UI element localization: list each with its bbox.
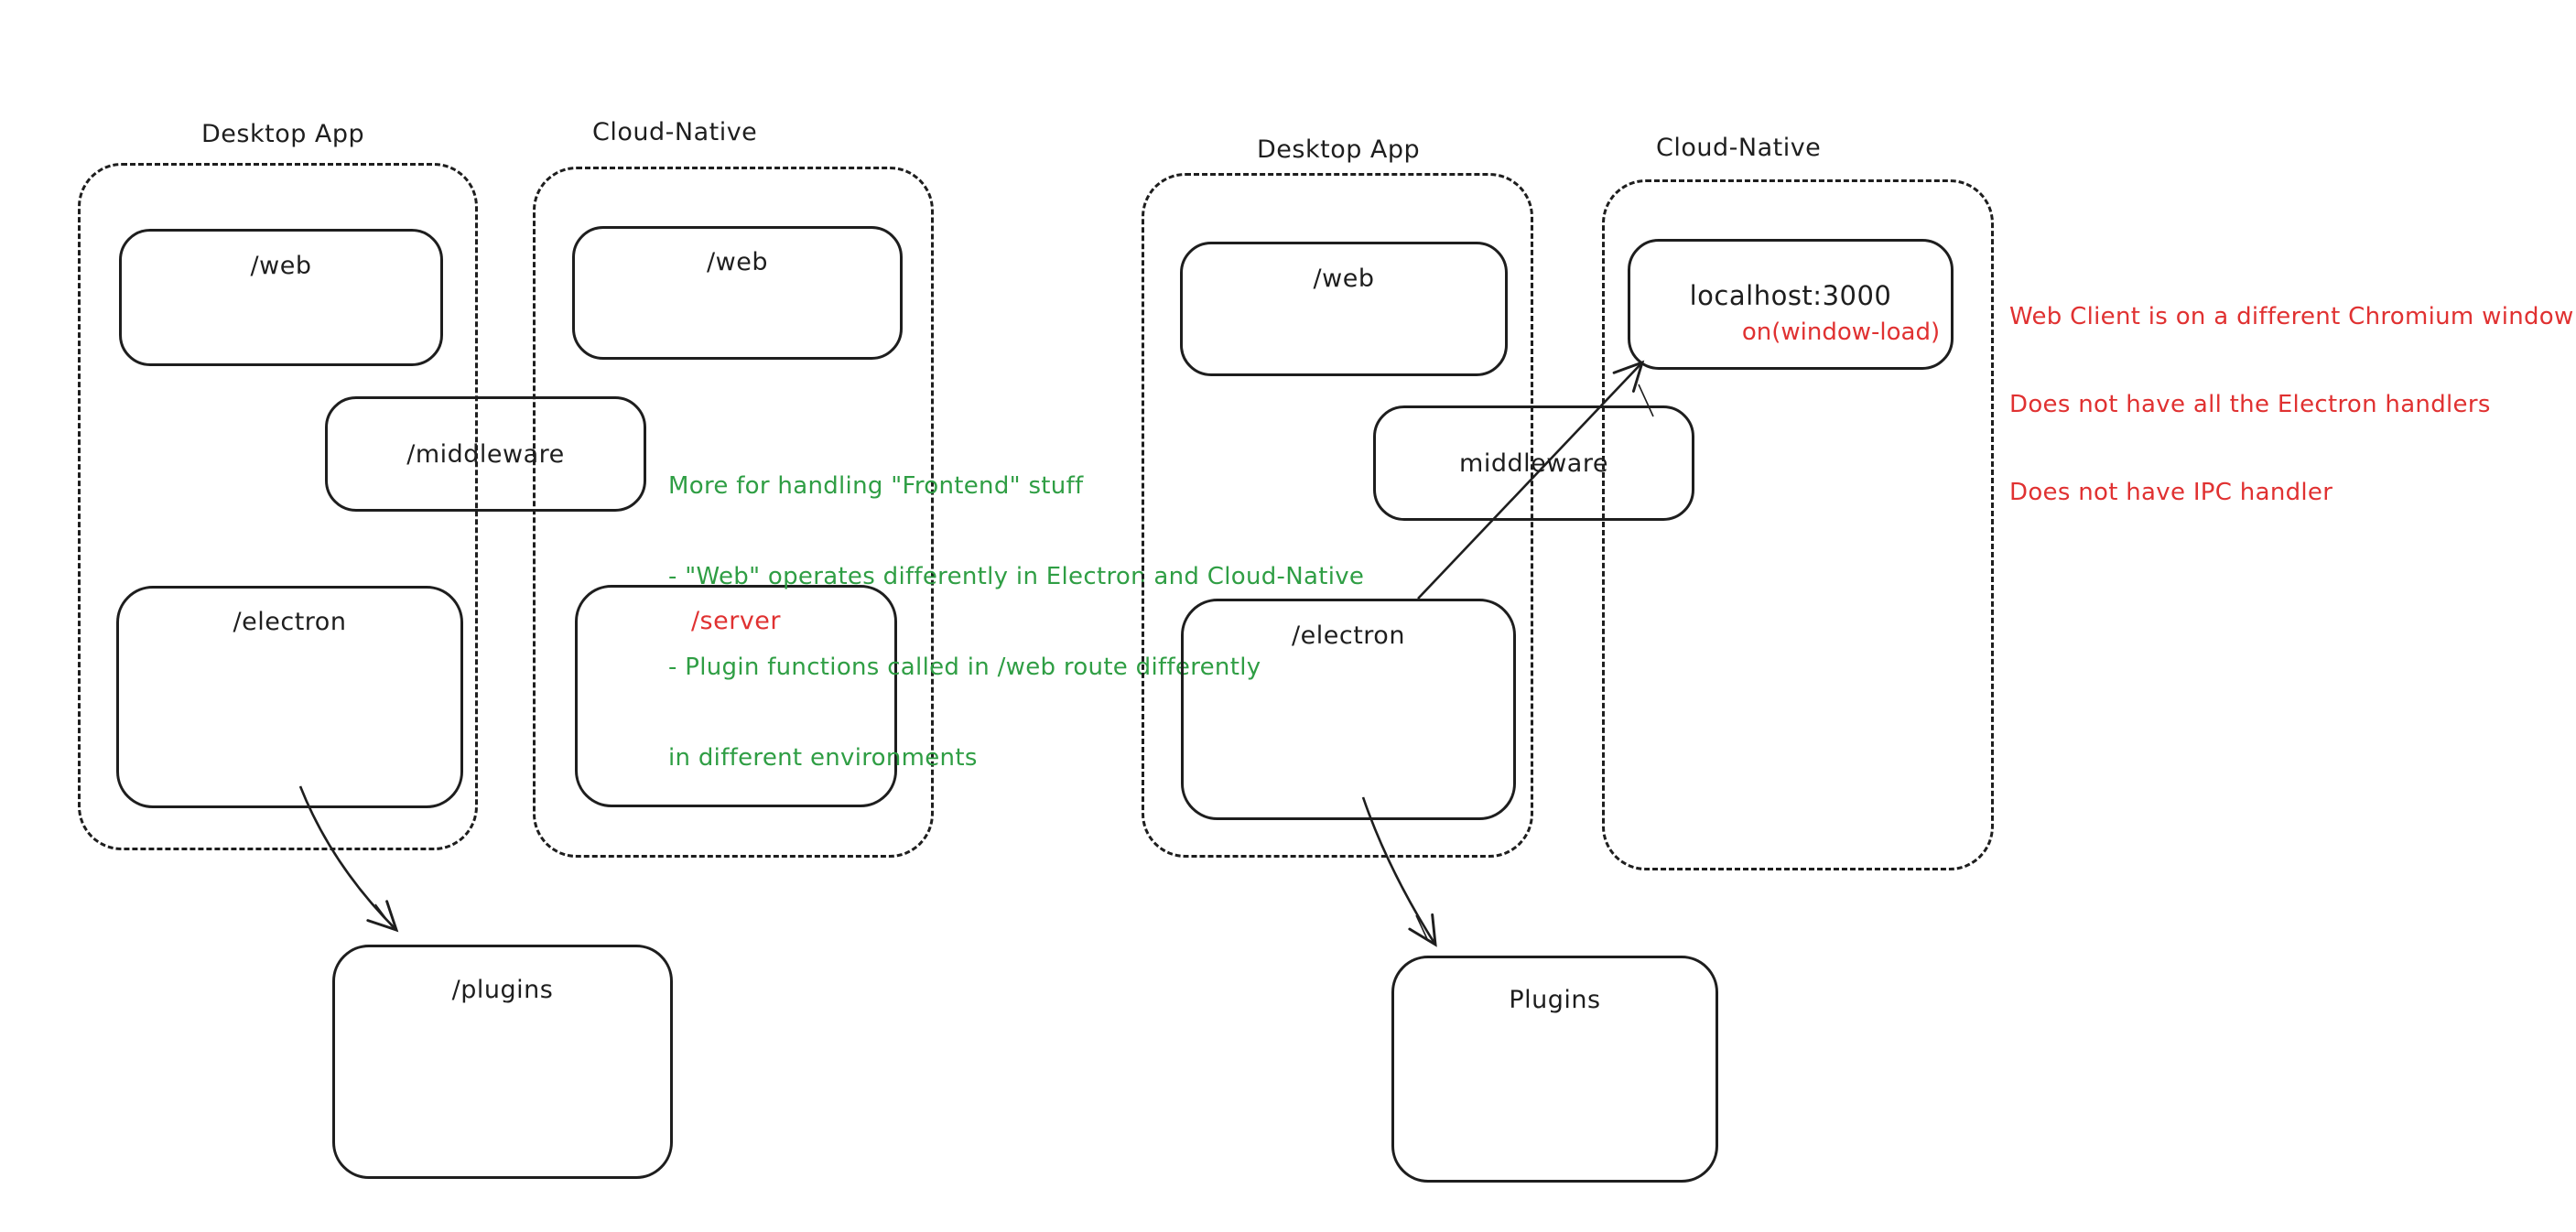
right-middleware-box: middleware [1373, 405, 1694, 521]
red-annotation-note: Web Client is on a different Chromium wi… [2009, 243, 2574, 566]
left-web-box-cloud: /web [572, 226, 903, 360]
red-note-line-1: Web Client is on a different Chromium wi… [2009, 303, 2574, 330]
left-server-box-label: /server [690, 607, 782, 635]
right-localhost-box: localhost:3000 on(window-load) [1628, 239, 1954, 370]
green-note-line-1: More for handling "Frontend" stuff [668, 472, 1084, 500]
left-cloud-native-title: Cloud-Native [592, 118, 758, 146]
left-plugins-box: /plugins [332, 945, 673, 1179]
left-web-box-cloud-label: /web [707, 248, 768, 276]
right-plugins-box: Plugins [1391, 956, 1718, 1183]
red-note-line-2: Does not have all the Electron handlers [2009, 391, 2491, 418]
left-middleware-box: /middleware [325, 396, 646, 512]
left-plugins-box-label: /plugins [451, 976, 554, 1004]
left-web-box-desktop: /web [119, 229, 443, 366]
left-desktop-app-title: Desktop App [201, 120, 365, 148]
right-middleware-box-label: middleware [1459, 448, 1608, 478]
green-note-line-3: - Plugin functions called in /web route … [668, 654, 1261, 681]
left-server-box: /server [575, 585, 897, 807]
right-web-box: /web [1180, 242, 1508, 376]
right-localhost-box-label: localhost:3000 [1689, 279, 1892, 311]
left-web-box-desktop-label: /web [250, 252, 312, 280]
green-annotation-note: More for handling "Frontend" stuff - "We… [668, 411, 1364, 834]
right-plugins-box-label: Plugins [1509, 986, 1601, 1014]
arrow-left-sketch-stroke [374, 903, 393, 927]
left-desktop-app-container [78, 163, 478, 850]
left-electron-box-label: /electron [233, 608, 347, 636]
red-note-line-3: Does not have IPC handler [2009, 479, 2333, 506]
right-electron-box-label: /electron [1292, 621, 1405, 650]
left-electron-box: /electron [116, 586, 463, 808]
left-middleware-box-label: /middleware [406, 439, 565, 469]
right-window-load-label: on(window-load) [1741, 318, 1941, 346]
arrow-down-sketch-stroke [1415, 914, 1429, 942]
right-web-box-label: /web [1313, 265, 1375, 293]
green-note-line-2: - "Web" operates differently in Electron… [668, 563, 1365, 590]
left-cloud-native-container [533, 167, 934, 858]
right-desktop-app-title: Desktop App [1257, 135, 1421, 164]
right-cloud-native-title: Cloud-Native [1656, 134, 1822, 162]
green-note-line-4: in different environments [668, 744, 978, 772]
right-electron-box: /electron [1181, 599, 1516, 820]
